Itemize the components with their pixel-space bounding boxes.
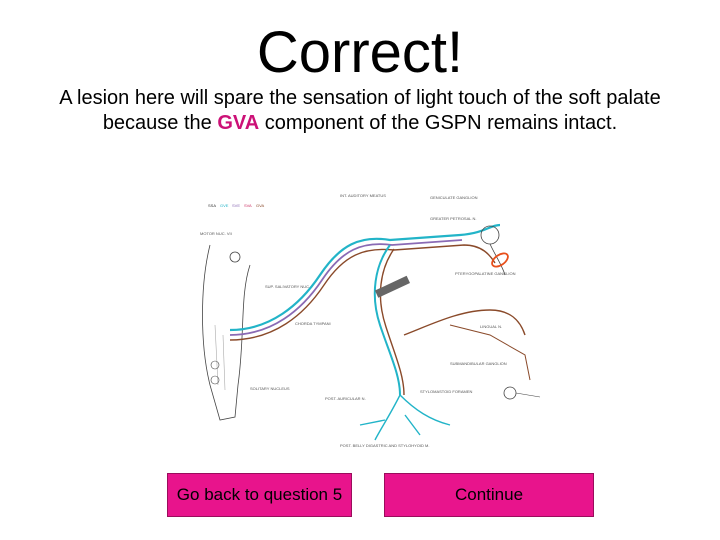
motor-nucleus xyxy=(229,251,241,263)
brainstem-outline xyxy=(202,244,251,421)
explanation-text-end: component of the GSPN remains intact. xyxy=(264,112,618,134)
nerve-bundle-purple xyxy=(229,239,463,336)
submandibular-ganglion xyxy=(503,386,517,400)
label-motor-nuc: MOTOR NUC. VII xyxy=(200,231,232,236)
lingual-nerve xyxy=(449,324,531,381)
gva-highlight: GVA xyxy=(217,112,260,134)
go-back-button[interactable]: Go back to question 5 xyxy=(167,473,352,517)
facial-nerve-diagram: SSA GVE SVE SVA GVA INT. AUDITORY MEATUS… xyxy=(200,193,541,448)
nerve-bundle-brown xyxy=(229,244,496,341)
label-submandibular: SUBMANDIBULAR GANGLION xyxy=(450,361,507,366)
legend-ssa: SSA xyxy=(208,203,216,208)
legend-gva: GVA xyxy=(256,203,264,208)
label-lingual: LINGUAL N. xyxy=(480,324,502,329)
legend: SSA GVE SVE SVA GVA xyxy=(208,203,264,208)
explanation-text: A lesion here will spare the sensation o… xyxy=(40,86,680,136)
label-chorda: CHORDA TYMPANI xyxy=(295,321,331,326)
continue-button[interactable]: Continue xyxy=(384,473,594,517)
explanation-text-start: A lesion here will spare the sensation o… xyxy=(59,87,661,134)
facial-canal-descending xyxy=(373,244,401,396)
label-pterygopalatine: PTERYGOPALATINE GANGLION xyxy=(455,271,516,276)
legend-sve: SVE xyxy=(232,203,240,208)
label-post-auricular: POST. AURICULAR N. xyxy=(325,396,366,401)
lower-branches xyxy=(359,394,451,441)
geniculate-ganglion xyxy=(480,225,500,245)
page-title: Correct! xyxy=(256,20,464,85)
label-solitary: SOLITARY NUCLEUS xyxy=(250,386,290,391)
chorda-bar xyxy=(374,275,411,298)
legend-gve: GVE xyxy=(220,203,229,208)
chorda-tympani xyxy=(403,309,526,336)
nerve-bundle-cyan xyxy=(229,223,501,332)
label-geniculate: GENICULATE GANGLION xyxy=(430,195,478,200)
label-stylomastoid: STYLOMASTOID FORAMEN xyxy=(420,389,472,394)
label-int-auditory: INT. AUDITORY MEATUS xyxy=(340,193,386,198)
lesion-marker xyxy=(491,252,509,268)
label-sup-salivatory: SUP. SALIVATORY NUC. xyxy=(265,284,310,289)
label-digastric: POST. BELLY DIGASTRIC AND STYLOHYOID M. xyxy=(340,443,429,448)
label-gspn: GREATER PETROSAL N. xyxy=(430,216,476,221)
legend-sva: SVA xyxy=(244,203,252,208)
